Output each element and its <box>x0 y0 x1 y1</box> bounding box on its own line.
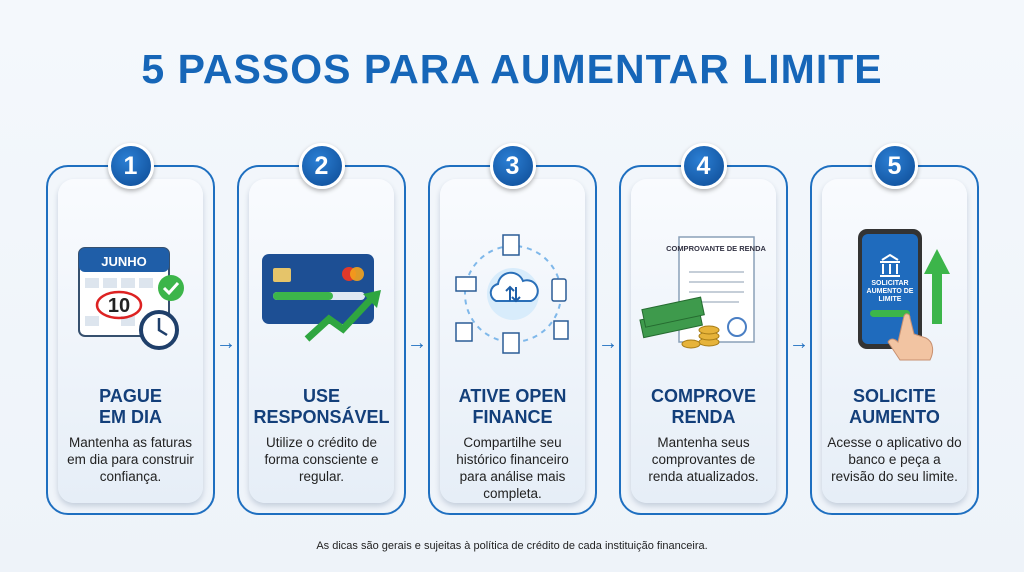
page-title: 5 PASSOS PARA AUMENTAR LIMITE <box>141 46 883 92</box>
arrow-right-icon: → <box>598 332 618 354</box>
calendar-day: 10 <box>107 295 129 317</box>
phone-screen-text: SOLICITAR AUMENTO DE LIMITE <box>866 280 914 303</box>
step-description: Acesse o aplicativo do banco e peça a re… <box>827 435 962 484</box>
calendar-month: JUNHO <box>101 254 147 269</box>
arrow-right-icon: → <box>216 332 236 354</box>
open-finance-cloud-illustration <box>440 219 585 369</box>
arrow-right-icon: → <box>789 332 809 354</box>
step-number-badge: 4 <box>680 143 727 189</box>
arrow-right-icon: → <box>407 332 427 354</box>
step-description: Mantenha seus comprovantes de renda atua… <box>648 435 759 484</box>
step-number-badge: 5 <box>871 143 918 189</box>
phone-request-illustration: SOLICITAR AUMENTO DE LIMITE <box>822 219 967 369</box>
step-number-badge: 1 <box>107 143 154 189</box>
step-number-badge: 2 <box>298 143 345 189</box>
document-title: COMPROVANTE DE RENDA <box>666 244 766 253</box>
credit-card-growth-illustration <box>249 219 394 369</box>
calendar-clock-illustration: JUNHO 10 <box>58 219 203 369</box>
step-description: Compartilhe seu histórico financeiro par… <box>456 435 569 501</box>
step-number-badge: 3 <box>489 143 536 189</box>
step-description: Utilize o crédito de forma consciente e … <box>264 435 379 484</box>
step-description: Mantenha as faturas em dia para construi… <box>67 435 194 484</box>
income-proof-money-illustration: COMPROVANTE DE RENDA <box>631 219 776 369</box>
disclaimer-footer: As dicas são gerais e sujeitas à polític… <box>316 540 708 552</box>
